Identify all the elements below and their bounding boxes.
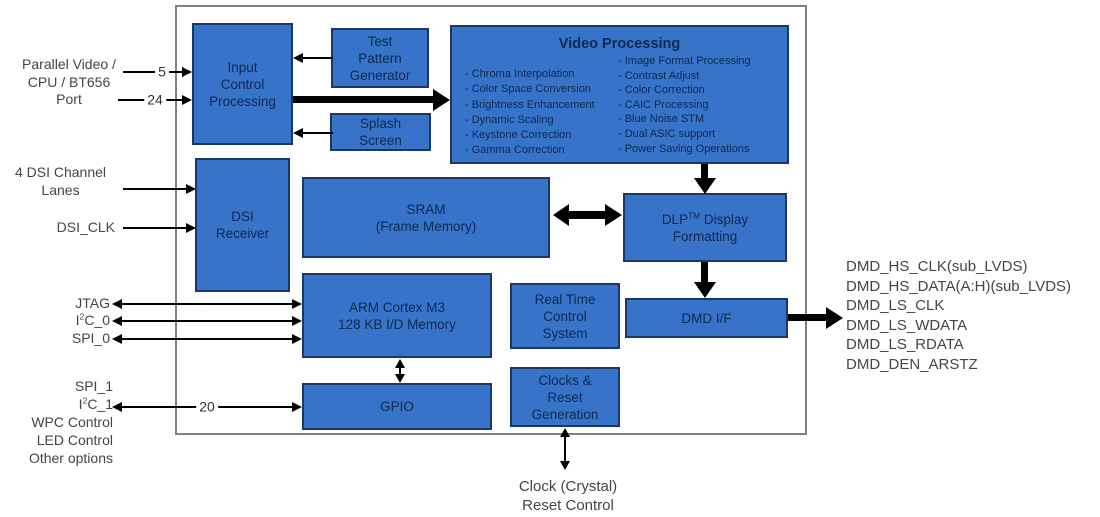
wire-label-bus24: 24 — [144, 92, 166, 108]
video-processing-left-column: - Chroma Interpolation - Color Space Con… — [465, 67, 595, 159]
label-clock-crystal-reset: Clock (Crystal) Reset Control — [518, 478, 618, 514]
label-parallel-video-port: Parallel Video / CPU / BT656 Port — [22, 56, 116, 107]
label-wpc-control: WPC Control — [31, 414, 113, 430]
label-jtag: JTAG — [75, 295, 110, 311]
video-processing-title: Video Processing — [558, 36, 681, 52]
label-group-jtag-i2c0-spi0: JTAG I2C_0 SPI_0 — [18, 295, 110, 347]
block-line: Clocks & — [538, 372, 592, 388]
block-line: GPIO — [380, 399, 414, 414]
block-arm-cortex-m3: ARM Cortex M3 128 KB I/D Memory — [302, 273, 492, 358]
block-test-pattern-generator: Test Pattern Generator — [331, 28, 429, 88]
label-spi0: SPI_0 — [71, 329, 110, 346]
tm-superscript: TM — [688, 210, 701, 220]
block-line: Control — [543, 308, 587, 324]
label-group-dmd-signals: DMD_HS_CLK(sub_LVDS) DMD_HS_DATA(A:H)(su… — [846, 257, 1071, 374]
video-processing-right-column: - Image Format Processing - Contrast Adj… — [618, 54, 751, 156]
feature-item: - Contrast Adjust — [618, 69, 700, 82]
feature-item: - Power Saving Operations — [618, 142, 750, 155]
block-line: Pattern — [358, 50, 402, 66]
block-line: Generator — [349, 67, 411, 83]
feature-item: - Brightness Enhancement — [465, 98, 595, 111]
feature-item: - Color Space Conversion — [465, 83, 591, 96]
label-led-control: LED Control — [36, 432, 113, 448]
block-real-time-control-system: Real Time Control System — [510, 283, 620, 349]
block-line: 128 KB I/D Memory — [338, 316, 456, 332]
block-dlp-display-formatting: DLPTM Display Formatting — [623, 193, 787, 262]
label-dmd-signal: DMD_LS_WDATA — [846, 316, 968, 334]
feature-item: - CAIC Processing — [618, 98, 709, 111]
block-dsi-receiver: DSI Receiver — [195, 158, 290, 292]
block-input-control-processing: Input Control Processing — [192, 23, 293, 145]
feature-item: - Image Format Processing — [618, 55, 751, 67]
block-sram-frame-memory: SRAM (Frame Memory) — [302, 177, 550, 258]
block-line: SRAM — [406, 201, 446, 217]
block-video-processing: Video Processing - Chroma Interpolation … — [450, 25, 789, 164]
block-line: Reset — [547, 389, 583, 405]
label-i2c0: I2C_0 — [75, 311, 110, 329]
label-dsi-channel-lanes: 4 DSI Channel Lanes — [14, 164, 107, 198]
block-line: Formatting — [672, 228, 738, 244]
feature-item: - Color Correction — [618, 84, 705, 97]
block-line: (Frame Memory) — [375, 218, 477, 234]
block-line: DMD I/F — [681, 310, 732, 326]
label-dmd-signal: DMD_LS_CLK — [846, 297, 945, 314]
block-splash-screen: Splash Screen — [330, 113, 431, 151]
wire-label-bus20: 20 — [196, 399, 218, 415]
feature-item: - Keystone Correction — [465, 129, 572, 142]
block-line: Control — [220, 76, 265, 92]
block-gpio: GPIO — [302, 383, 492, 430]
block-line: ARM Cortex M3 — [348, 299, 446, 315]
chip-boundary-box — [175, 5, 807, 435]
block-line: Generation — [531, 406, 599, 422]
block-line: DLPTM Display — [661, 210, 749, 227]
label-group-spi1-i2c1-controls: SPI_1 I2C_1 WPC Control LED Control Othe… — [3, 377, 113, 467]
block-line: Screen — [359, 133, 402, 148]
block-line: Real Time — [534, 291, 596, 307]
label-dsi-clk: DSI_CLK — [56, 219, 115, 235]
block-line: Input — [227, 59, 258, 75]
label-dmd-signal: DMD_DEN_ARSTZ — [846, 355, 978, 373]
feature-item: - Gamma Correction — [465, 144, 565, 157]
block-line: Processing — [209, 93, 276, 109]
feature-item: - Blue Noise STM — [618, 113, 705, 126]
label-i2c1: I2C_1 — [78, 395, 113, 412]
label-dmd-signal: DMD_LS_RDATA — [846, 336, 964, 353]
block-line: Splash — [359, 116, 402, 131]
block-line: DSI — [231, 209, 254, 224]
label-spi1: SPI_1 — [74, 378, 113, 394]
block-dmd-if: DMD I/F — [625, 298, 788, 338]
block-line: Test — [367, 33, 393, 49]
label-dmd-signal: DMD_HS_DATA(A:H)(sub_LVDS) — [846, 277, 1072, 295]
label-other-options: Other options — [28, 450, 113, 466]
block-line: System — [542, 325, 588, 341]
block-clocks-reset-generation: Clocks & Reset Generation — [510, 367, 620, 427]
feature-item: - Chroma Interpolation — [465, 68, 575, 80]
label-dmd-signal: DMD_HS_CLK(sub_LVDS) — [846, 258, 1028, 275]
feature-item: - Dynamic Scaling — [465, 113, 554, 126]
feature-item: - Dual ASIC support — [618, 127, 716, 140]
block-line: Receiver — [215, 226, 270, 241]
wire-label-bus5: 5 — [155, 64, 169, 80]
